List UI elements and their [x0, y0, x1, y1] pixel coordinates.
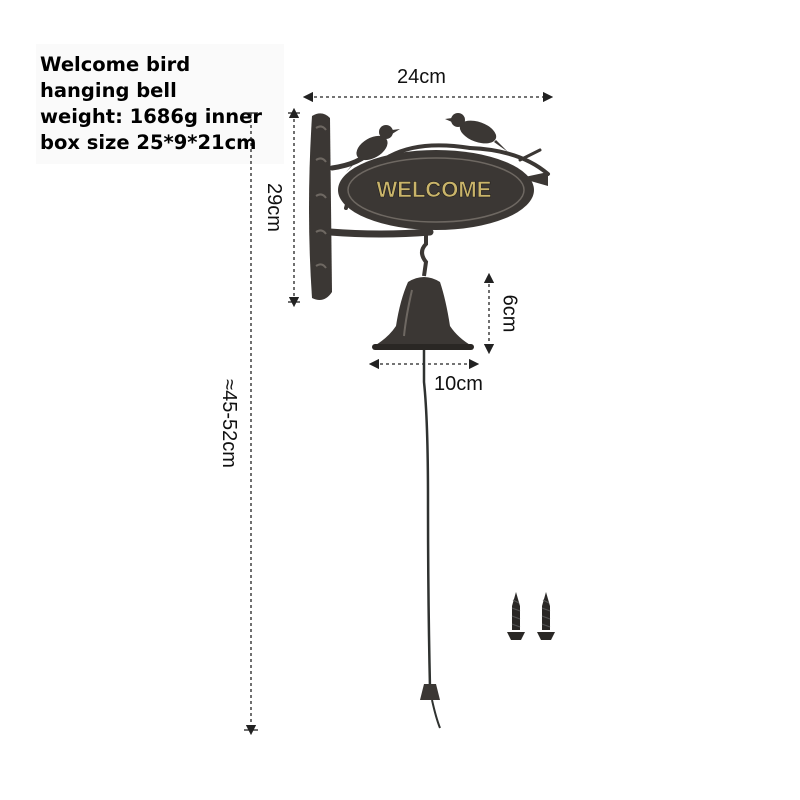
- screw-left: [507, 592, 525, 640]
- bird-right: [445, 113, 508, 152]
- width-label: 24cm: [397, 66, 446, 88]
- product-title-line-1: Welcome bird: [40, 53, 191, 76]
- bell-width-label: 10cm: [434, 373, 483, 395]
- bell: [372, 277, 474, 350]
- bird-left: [346, 125, 400, 172]
- bell-hook: [420, 228, 429, 277]
- wall-bracket: [309, 113, 332, 300]
- product-box-size: box size 25*9*21cm: [40, 131, 257, 154]
- product-description: Welcome bird hanging bell weight: 1686g …: [36, 44, 284, 164]
- bell-rope: [422, 350, 432, 689]
- rope-tail: [431, 699, 441, 729]
- welcome-sign-text: WELCOME: [377, 177, 492, 202]
- bell-height-label: 6cm: [498, 294, 521, 333]
- bracket-height-label: 29cm: [262, 183, 285, 232]
- total-height-label: ≈45-52cm: [217, 379, 240, 468]
- product-weight: weight: 1686g inner: [40, 105, 262, 128]
- product-title-line-2: hanging bell: [40, 79, 177, 102]
- rope-end-weight: [420, 684, 440, 700]
- screw-right: [537, 592, 555, 640]
- welcome-sign: WELCOME: [338, 150, 548, 230]
